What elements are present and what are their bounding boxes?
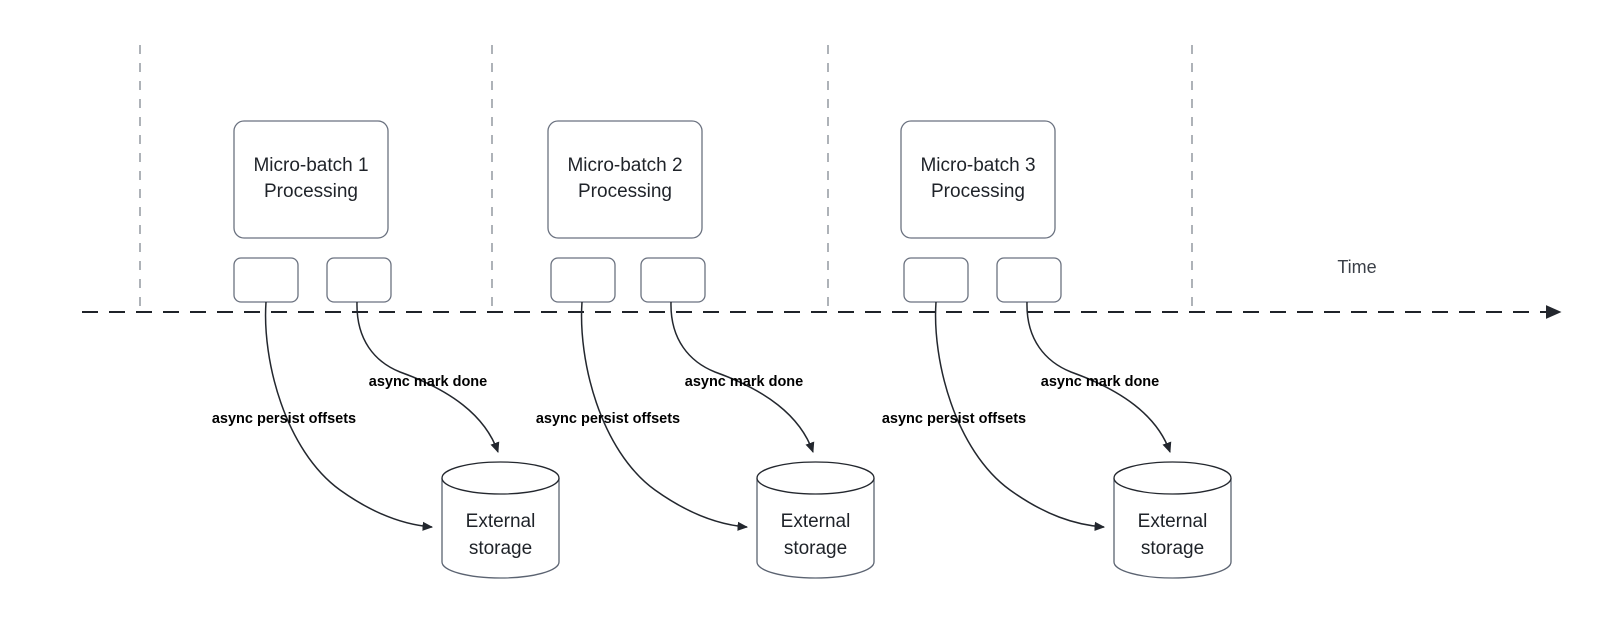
external-storage-1[interactable]: External storage [441,461,560,579]
edge-async-mark-done-3 [1026,301,1172,453]
external-storage-1-label-line1: External [466,511,536,532]
task-box-2b[interactable] [640,257,706,303]
edge-label-async-mark-done-3: async mark done [1041,374,1159,390]
group-3: Micro-batch 3 Processing async mark done… [882,120,1232,579]
micro-batch-2-label-line2: Processing [578,181,672,202]
task-box-2a[interactable] [550,257,616,303]
task-box-1b[interactable] [326,257,392,303]
edge-async-persist-offsets-3 [934,301,1106,531]
edge-label-async-mark-done-1: async mark done [369,374,487,390]
micro-batch-1-label-line1: Micro-batch 1 [253,155,368,176]
micro-batch-1-box[interactable] [233,120,389,239]
external-storage-3-body [1113,478,1232,579]
external-storage-3-top [1113,461,1232,495]
external-storage-3-label-line1: External [1138,511,1208,532]
time-axis-label: Time [1337,257,1376,277]
task-box-3a[interactable] [903,257,969,303]
edge-label-async-persist-offsets-2: async persist offsets [536,411,680,427]
edge-label-async-persist-offsets-3: async persist offsets [882,411,1026,427]
edge-async-persist-offsets-1 [264,301,434,531]
micro-batch-2-box[interactable] [547,120,703,239]
external-storage-2-label-line1: External [781,511,851,532]
micro-batch-3-box[interactable] [900,120,1056,239]
external-storage-3[interactable]: External storage [1113,461,1232,579]
external-storage-3-label-line2: storage [1141,538,1204,559]
edge-label-async-persist-offsets-1: async persist offsets [212,411,356,427]
external-storage-2-top [756,461,875,495]
external-storage-2[interactable]: External storage [756,461,875,579]
group-1: Micro-batch 1 Processing async mark done… [212,120,560,579]
external-storage-2-label-line2: storage [784,538,847,559]
task-box-1a[interactable] [233,257,299,303]
edge-async-persist-offsets-2 [580,301,749,531]
external-storage-1-label-line2: storage [469,538,532,559]
edge-label-async-mark-done-2: async mark done [685,374,803,390]
task-box-3b[interactable] [996,257,1062,303]
micro-batch-3-label-line2: Processing [931,181,1025,202]
timeline-tick-lines [139,45,1193,312]
micro-batch-1-label-line2: Processing [264,181,358,202]
micro-batch-3-label-line1: Micro-batch 3 [920,155,1035,176]
group-2: Micro-batch 2 Processing async mark done… [536,120,875,579]
external-storage-2-body [756,478,875,579]
external-storage-1-top [441,461,560,495]
external-storage-1-body [441,478,560,579]
micro-batch-2-label-line1: Micro-batch 2 [567,155,682,176]
edge-async-mark-done-2 [670,301,815,453]
edge-async-mark-done-1 [356,301,500,453]
